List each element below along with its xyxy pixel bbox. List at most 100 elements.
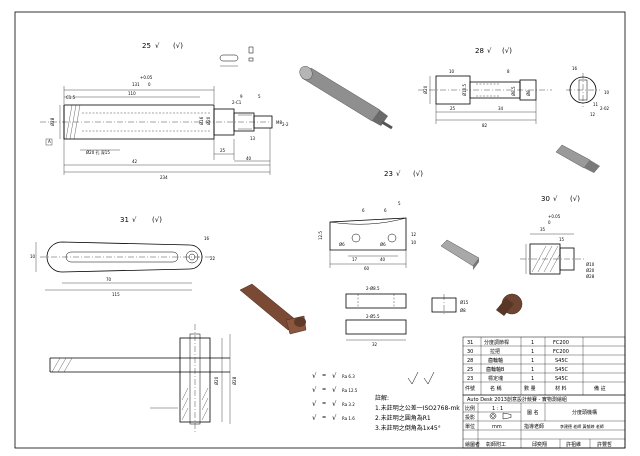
title-block-school-label: 繪圖者 bbox=[465, 441, 480, 448]
p28-dim-o85: Ø8.5 bbox=[511, 86, 516, 96]
p30-dim-15: 15 bbox=[559, 237, 565, 242]
part-30-isometric bbox=[496, 293, 523, 316]
part-23-number: 23 bbox=[384, 170, 393, 178]
part-31-isometric bbox=[239, 283, 307, 335]
p30-dim-tol: +0.05 bbox=[548, 214, 561, 219]
title-block-drawer-3: 許豐哲 bbox=[597, 441, 612, 448]
part-25-view: 25 √ (√) +0.05 131 0 110 bbox=[40, 42, 289, 180]
p23-dim-17: 17 bbox=[352, 257, 358, 262]
title-block-teacher-label: 指導老師 bbox=[524, 423, 544, 430]
p28-dim-82: 82 bbox=[482, 123, 488, 128]
p25-dim-9: 9 bbox=[240, 94, 243, 99]
parts-header-mat: 材 料 bbox=[555, 385, 567, 392]
parts-row-4-name: 齒輪軸B bbox=[486, 366, 505, 373]
legend-row-1: Ra 6.3 bbox=[342, 374, 355, 379]
part-25-number: 25 bbox=[142, 42, 151, 50]
p25-dim-131: 131 bbox=[132, 82, 140, 87]
plate-dim-o8: Ø8 bbox=[460, 308, 466, 313]
p31-dim-10: 10 bbox=[30, 254, 36, 259]
p23-dim-o6b: Ø6 bbox=[380, 242, 386, 247]
parts-header-qty: 數 量 bbox=[524, 385, 536, 392]
projection-symbol bbox=[489, 412, 512, 420]
legend-row-4: Ra 1.6 bbox=[342, 416, 355, 421]
p23-dim-o6a: Ø6 bbox=[339, 242, 345, 247]
svg-text:√: √ bbox=[312, 414, 317, 422]
p23-dim-10: 10 bbox=[411, 240, 417, 245]
svg-text:√: √ bbox=[312, 386, 317, 394]
svg-text:Ø20: Ø20 bbox=[423, 85, 428, 94]
p31-dim-70: 70 bbox=[106, 277, 112, 282]
p25-dim-0: 0 bbox=[148, 82, 151, 87]
parts-header-name: 名 稱 bbox=[490, 385, 502, 392]
part-31-view: 31 √ (√) 70 115 10 16 22 bbox=[30, 216, 216, 297]
parts-row-4-no: 25 bbox=[467, 367, 473, 373]
p25-dim-40: 40 bbox=[246, 156, 252, 161]
parts-row-5-qty: 1 bbox=[531, 376, 534, 382]
notes-line-3: 3.未註明之倒角為1x45° bbox=[375, 424, 441, 432]
parts-row-3-mat: S45C bbox=[555, 358, 569, 364]
parts-header-remark: 備 註 bbox=[594, 385, 606, 392]
p25-dim-25: 25 bbox=[220, 148, 226, 153]
svg-text:=: = bbox=[322, 415, 326, 421]
p23-dim-5: 5 bbox=[398, 201, 401, 206]
parts-row-2-qty: 1 bbox=[531, 349, 534, 355]
parts-row-2-no: 30 bbox=[467, 349, 473, 355]
svg-text:Ø28: Ø28 bbox=[232, 376, 237, 385]
part-31-number: 31 bbox=[120, 216, 129, 224]
p28-dim-12: 12 bbox=[590, 112, 596, 117]
p31-dim-16: 16 bbox=[204, 236, 210, 241]
svg-text:(√): (√) bbox=[152, 216, 162, 224]
parts-row-2-name: 拉把 bbox=[490, 348, 500, 355]
title-block-teachers: 李建德 老師 黃郁婷 老師 bbox=[560, 423, 604, 429]
p25-dim-5: 5 bbox=[258, 94, 261, 99]
p25-dim-13: 13 bbox=[250, 136, 256, 141]
parts-row-3-qty: 1 bbox=[531, 358, 534, 364]
title-block-unit-value: mm bbox=[492, 424, 502, 430]
svg-text:(√): (√) bbox=[570, 195, 580, 203]
p28-dim-o8: Ø8 bbox=[526, 90, 531, 96]
assembly-section-view: Ø20 Ø28 bbox=[49, 324, 237, 432]
notes-line-2: 2.未註明之圓角為R1 bbox=[375, 414, 431, 422]
svg-text:Ø20: Ø20 bbox=[214, 376, 219, 385]
parts-row-1-no: 31 bbox=[467, 340, 473, 346]
legend-row-2: Ra 12.5 bbox=[342, 388, 358, 393]
p25-dim-tol: +0.05 bbox=[140, 75, 153, 80]
svg-text:√: √ bbox=[312, 400, 317, 408]
surface-roughness-legend: √ = √ Ra 6.3 √ = √ Ra 12.5 √ = √ Ra 3.2 … bbox=[312, 371, 435, 422]
part-30-view: 30 √ (√) +0.05 0 35 15 Ø10 Ø20 Ø28 bbox=[520, 195, 595, 279]
title-block-title: Auto Desk 2013創意設計競賽 - 實物測繪組 bbox=[467, 396, 567, 403]
p23-dim-40: 40 bbox=[380, 257, 386, 262]
p31-dim-22: 22 bbox=[210, 256, 216, 261]
title-block-drawing-name-label: 圖 名 bbox=[527, 409, 539, 416]
p23-dim-60: 60 bbox=[364, 266, 370, 271]
drawing-border bbox=[14, 11, 626, 449]
p28-dim-16: 16 bbox=[572, 66, 578, 71]
part-23-view: 23 √ (√) 60 40 17 6 6 5 12.5 12 10 Ø6 Ø6 bbox=[318, 170, 423, 271]
plate-part-views: 2-Ø8.5 2-Ø5.5 32 Ø15 Ø8 bbox=[345, 286, 469, 347]
parts-row-1-name: 分度調節桿 bbox=[484, 339, 509, 346]
svg-text:√: √ bbox=[312, 372, 317, 380]
p31-dim-115: 115 bbox=[112, 292, 120, 297]
p25-dim-m8: M8 bbox=[276, 120, 282, 125]
svg-text:=: = bbox=[322, 387, 326, 393]
svg-text:(√): (√) bbox=[413, 170, 423, 178]
svg-text:√: √ bbox=[332, 386, 337, 394]
notes-line-1: 1.未註明之公差一ISO2768-mk bbox=[375, 404, 460, 412]
p23-dim-125: 12.5 bbox=[318, 231, 323, 240]
parts-row-2-mat: FC200 bbox=[553, 349, 569, 355]
svg-text:√: √ bbox=[332, 400, 337, 408]
parts-row-3-name: 齒輪軸 bbox=[488, 357, 503, 364]
title-block-drawing-name: 分度頭機構 bbox=[572, 409, 597, 416]
p23-dim-6b: 6 bbox=[384, 208, 387, 213]
legend-row-3: Ra 3.2 bbox=[342, 402, 355, 407]
notes-title: 註解: bbox=[375, 394, 389, 402]
part-30-number: 30 bbox=[541, 195, 550, 203]
plate-dim-o85: 2-Ø8.5 bbox=[366, 286, 380, 291]
p25-dim-110: 110 bbox=[128, 91, 136, 96]
parts-header-no: 件號 bbox=[465, 385, 475, 392]
p25-dim-c15: C1.5 bbox=[66, 95, 76, 100]
parts-row-5-mat: S45C bbox=[555, 376, 569, 382]
p25-dim-2c1: 2-C1 bbox=[232, 100, 242, 105]
parts-row-1-mat: FC200 bbox=[553, 340, 569, 346]
